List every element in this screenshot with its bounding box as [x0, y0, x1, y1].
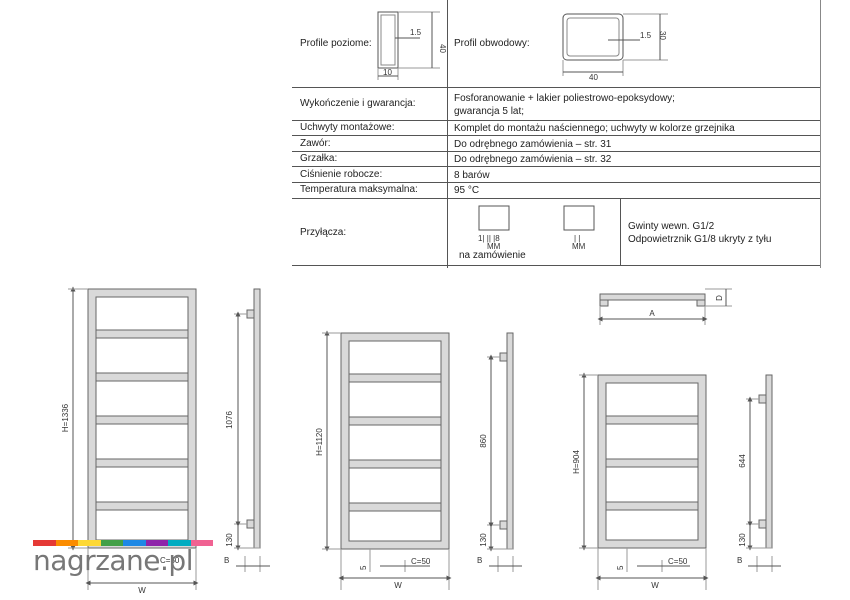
connection-option-1-marks: 1| || |8	[478, 234, 500, 243]
radiator-large-b: B	[224, 556, 229, 565]
top-view-a: A	[649, 309, 655, 318]
logo-color-bars	[33, 540, 213, 546]
radiator-large-side	[246, 288, 261, 549]
valve-value: Do odrębnego zamówienia – str. 31	[454, 139, 612, 150]
radiator-medium-b: B	[477, 556, 482, 565]
row-divider	[292, 166, 820, 167]
radiator-small-side-dims	[746, 396, 781, 572]
radiator-large-side-dims	[234, 311, 270, 572]
row-divider	[292, 182, 820, 183]
vent-text: Odpowietrznik G1/8 ukryty z tyłu	[628, 234, 772, 245]
radiator-small-c: C=50	[668, 557, 688, 566]
top-view-d: D	[715, 295, 724, 301]
finish-value-2: gwarancja 5 lat;	[454, 106, 525, 117]
connection-option-2-marks: | |	[574, 234, 580, 243]
row-divider	[292, 135, 820, 136]
radiator-medium-side-dims	[487, 354, 522, 572]
row-divider	[292, 151, 820, 152]
pressure-value: 8 barów	[454, 170, 490, 181]
mounting-label: Uchwyty montażowe:	[300, 122, 395, 133]
row-divider	[292, 87, 820, 88]
max-temp-label: Temperatura maksymalna:	[300, 184, 418, 195]
heater-value: Do odrębnego zamówienia – str. 32	[454, 154, 612, 165]
spec-table: Profile poziome: Profil obwodowy: Wykońc…	[292, 0, 821, 268]
finish-label: Wykończenie i gwarancja:	[300, 98, 416, 109]
radiator-medium-width: W	[394, 581, 402, 590]
radiator-medium-dims	[322, 330, 452, 590]
valve-label: Zawór:	[300, 138, 331, 149]
radiator-large-spacing: 1076	[225, 411, 234, 429]
profile-horizontal-drawing	[377, 11, 440, 80]
threads-text: Gwinty wewn. G1/2	[628, 221, 715, 232]
radiator-medium-spacing: 860	[479, 434, 488, 448]
radiator-small-width: W	[651, 581, 659, 590]
profile-frame-width: 40	[589, 73, 598, 82]
profile-frame-thickness: 1.5	[640, 31, 652, 40]
profile-horizontal-thickness: 1.5	[410, 28, 422, 37]
radiator-small-b: B	[737, 556, 742, 565]
radiator-top-view-dims	[597, 288, 732, 325]
radiator-large-dims	[68, 286, 199, 590]
radiator-small-s: 5	[616, 565, 625, 570]
radiator-small-bottom: 130	[738, 533, 747, 547]
radiator-large-bottom: 130	[225, 533, 234, 547]
radiator-large-c: C=50	[160, 556, 180, 565]
connection-option-2-sub: MM	[572, 242, 586, 251]
row-divider	[292, 265, 820, 266]
profile-horizontal-width: 10	[383, 68, 392, 77]
connections-label: Przyłącza:	[300, 227, 347, 238]
radiator-large-height: H=1336	[61, 403, 70, 432]
radiator-medium-side	[499, 332, 514, 550]
radiator-small-front	[597, 374, 707, 549]
row-divider	[292, 120, 820, 121]
profile-frame-label: Profil obwodowy:	[454, 38, 530, 49]
on-order-note: na zamówienie	[459, 250, 526, 261]
heater-label: Grzałka:	[300, 153, 338, 164]
connection-option-1-sub: MM	[487, 242, 501, 251]
radiator-small-dims	[579, 372, 709, 590]
logo: nagrzane.pl	[33, 544, 193, 577]
finish-value: Fosforanowanie + lakier poliestrowo-epok…	[454, 93, 675, 104]
profile-horizontal-label: Profile poziome:	[300, 38, 372, 49]
radiator-medium-height: H=1120	[315, 428, 324, 456]
column-divider	[447, 0, 448, 268]
radiator-small-side	[758, 374, 773, 549]
profile-frame-drawing	[562, 13, 668, 76]
radiator-large-front	[87, 288, 197, 549]
mounting-value: Komplet do montażu naściennego; uchwyty …	[454, 123, 735, 134]
pressure-label: Ciśnienie robocze:	[300, 169, 383, 180]
radiator-medium-front	[340, 332, 450, 550]
radiator-medium-s: 5	[359, 565, 368, 570]
radiator-small-height: H=904	[572, 450, 581, 474]
radiator-large-width: W	[138, 586, 146, 595]
radiator-top-view	[599, 293, 706, 307]
profile-horizontal-height: 40	[438, 44, 447, 53]
row-divider	[292, 198, 820, 199]
profile-frame-height: 30	[658, 31, 667, 40]
connection-option-2	[563, 205, 595, 231]
column-divider	[620, 198, 621, 266]
max-temp-value: 95 °C	[454, 185, 480, 196]
radiator-medium-bottom: 130	[479, 533, 488, 547]
connection-option-1	[478, 205, 510, 231]
radiator-small-spacing: 644	[738, 454, 747, 468]
radiator-medium-c: C=50	[411, 557, 431, 566]
